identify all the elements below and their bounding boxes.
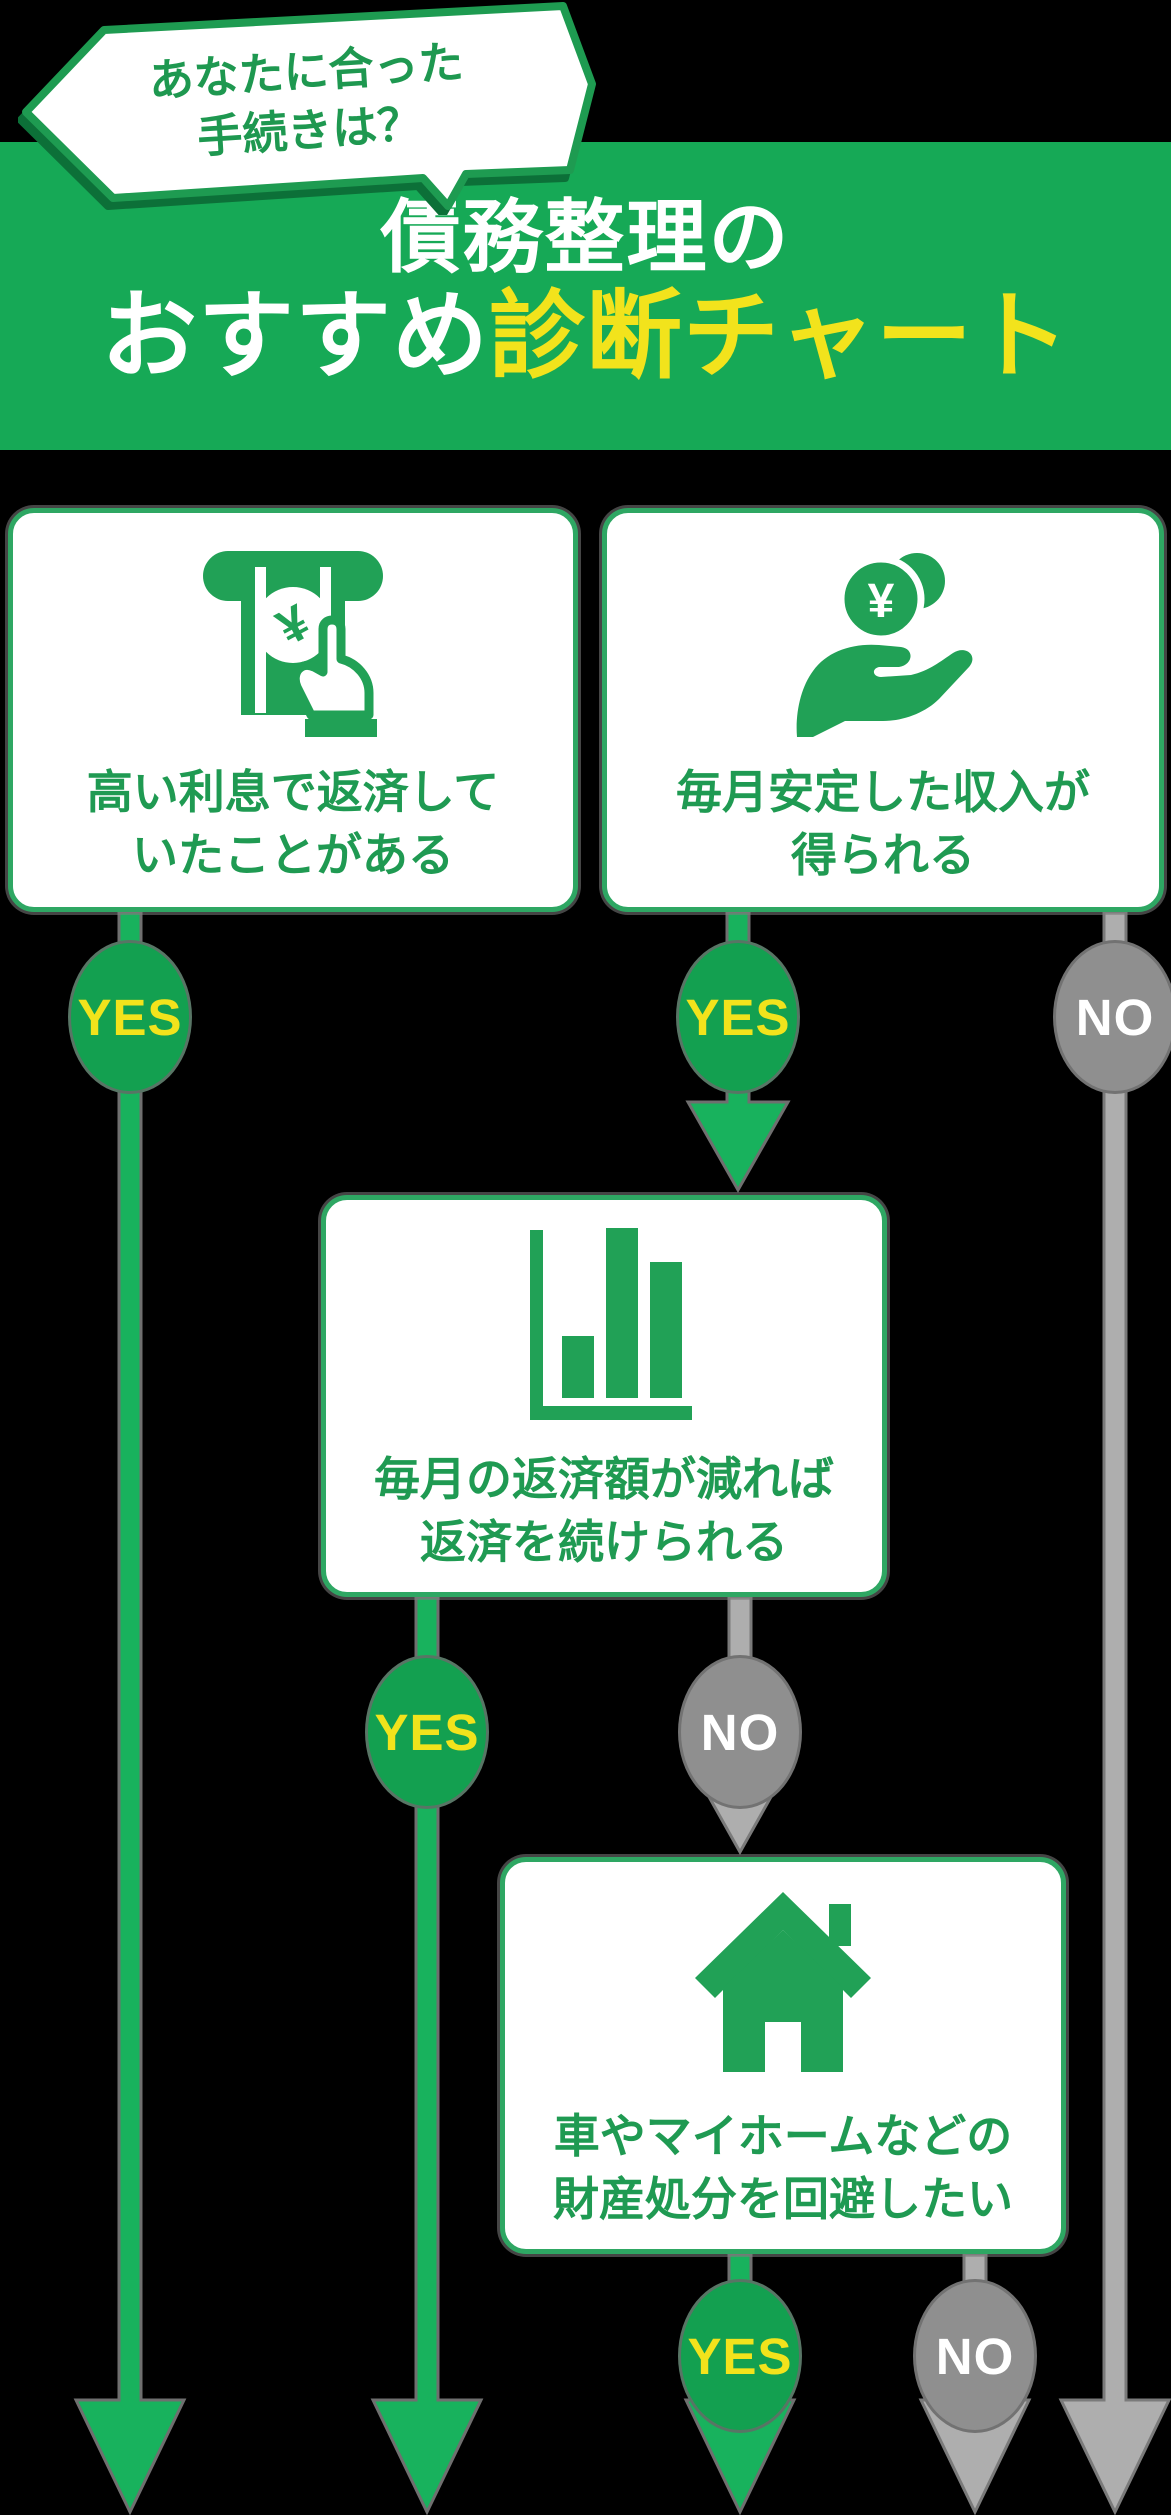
card-caption: 毎月の返済額が減れば 返済を続けられる [374, 1448, 834, 1575]
yen-symbol: ¥ [868, 575, 895, 628]
no-badge-q4: NO [913, 2279, 1037, 2433]
speech-bubble-shape [22, 2, 596, 210]
title-banner: 債務整理の おすすめ診断チャート [0, 142, 1171, 450]
card-caption-line2: 得られる [791, 829, 975, 882]
page-title-line2: おすすめ診断チャート [101, 282, 1070, 392]
card-caption-line2: 返済を続けられる [420, 1516, 788, 1569]
question-card-assets: 車やマイホームなどの 財産処分を回避したい [500, 1857, 1066, 2254]
connector-q1-yes-arrow [73, 910, 187, 2515]
page-title-line2-white: おすすめ [100, 283, 489, 390]
question-card-income: ¥ 毎月安定した収入が 得られる [602, 508, 1164, 912]
yes-badge-q3: YES [365, 1655, 489, 1809]
house-icon [695, 1892, 871, 2072]
question-card-payment: 毎月の返済額が減れば 返済を続けられる [321, 1195, 887, 1597]
connector-q2-no-arrow [1058, 910, 1171, 2515]
no-badge-q2: NO [1053, 940, 1171, 1094]
bar-chart-icon [530, 1228, 692, 1420]
card-caption-line1: 車やマイホームなどの [553, 2110, 1013, 2162]
speech-bubble: あなたに合った 手続きは？ [18, 0, 598, 215]
card-caption: 高い利息で返済して いたことがある [87, 761, 500, 888]
question-card-interest: ¥ 高い利息で返済して いたことがある [8, 508, 578, 912]
no-badge-q3: NO [678, 1655, 802, 1809]
coin-in-hand-icon: ¥ [796, 553, 973, 737]
card-caption: 車やマイホームなどの 財産処分を回避したい [553, 2105, 1013, 2232]
page-title-line2-accent: 診断チャート [488, 283, 1071, 390]
yes-badge-q1: YES [68, 940, 192, 1094]
card-caption-line1: 毎月安定した収入が [676, 766, 1090, 818]
atm-withdrawal-icon: ¥ [203, 551, 383, 737]
card-caption-line1: 毎月の返済額が減れば [374, 1453, 834, 1505]
card-caption-line2: いたことがある [132, 829, 454, 882]
card-caption-line2: 財産処分を回避したい [553, 2173, 1013, 2226]
yes-badge-q2: YES [676, 940, 800, 1094]
card-caption-line1: 高い利息で返済して [86, 766, 500, 818]
card-caption: 毎月安定した収入が 得られる [676, 761, 1090, 888]
yes-badge-q4: YES [678, 2279, 802, 2433]
